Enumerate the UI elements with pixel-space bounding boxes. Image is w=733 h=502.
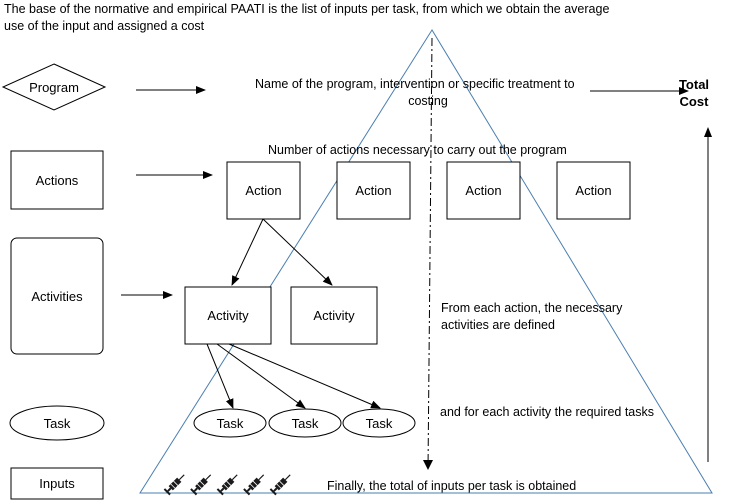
task-ellipse-label: Task [366, 416, 393, 431]
program-label: Program [29, 80, 79, 95]
task-ellipse-label: Task [217, 416, 244, 431]
action-box-label: Action [355, 183, 391, 198]
action-to-activity-arrow [231, 218, 264, 286]
program-diamond [1, 63, 107, 111]
activities-label: Activities [31, 289, 83, 304]
actions-legend-box [10, 150, 104, 210]
activity-to-task-arrow [216, 343, 306, 409]
syringe-icon [190, 474, 212, 496]
action-box [446, 161, 521, 220]
activity-to-task-arrow [206, 343, 234, 409]
task-ellipse [268, 408, 342, 438]
task-ellipse [193, 408, 267, 438]
header-line-2: use of the input and assigned a cost [4, 19, 205, 33]
pyramid [139, 29, 713, 494]
activity-box-label: Activity [313, 308, 355, 323]
inputs-label: Inputs [39, 476, 75, 491]
activities-legend-box [10, 237, 104, 355]
action-box-label: Action [465, 183, 501, 198]
activity-box [290, 286, 378, 345]
header-line-1: The base of the normative and empirical … [4, 2, 609, 16]
note-inputs: Finally, the total of inputs per task is… [327, 479, 576, 493]
task-label: Task [44, 416, 71, 431]
syringe-icons [163, 474, 291, 496]
action-box-label: Action [575, 183, 611, 198]
action-box [226, 161, 301, 220]
total-cost-line-1: Total [679, 77, 709, 92]
action-to-activity-arrow [262, 218, 333, 286]
note-activities-1: From each action, the necessary [441, 301, 623, 315]
syringe-icon [269, 474, 291, 496]
task-legend-ellipse [9, 405, 105, 441]
action-box-label: Action [245, 183, 281, 198]
syringe-icon [216, 474, 238, 496]
total-cost-line-2: Cost [680, 94, 710, 109]
note-activities-2: activities are defined [441, 318, 555, 332]
action-box [556, 161, 631, 220]
activity-box-label: Activity [207, 308, 249, 323]
note-program-2: costing [408, 94, 448, 108]
action-box [336, 161, 411, 220]
inputs-legend-box [10, 467, 104, 500]
task-ellipse [342, 408, 416, 438]
note-tasks: and for each activity the required tasks [440, 405, 654, 419]
activity-box [184, 286, 272, 345]
activity-to-task-arrow [228, 343, 381, 409]
syringe-icon [163, 474, 185, 496]
note-program-1: Name of the program, intervention or spe… [255, 77, 575, 91]
task-ellipse-label: Task [292, 416, 319, 431]
center-axis-arrowhead [423, 460, 433, 470]
syringe-icon [243, 474, 265, 496]
note-actions: Number of actions necessary to carry out… [268, 143, 567, 157]
actions-label: Actions [36, 173, 79, 188]
